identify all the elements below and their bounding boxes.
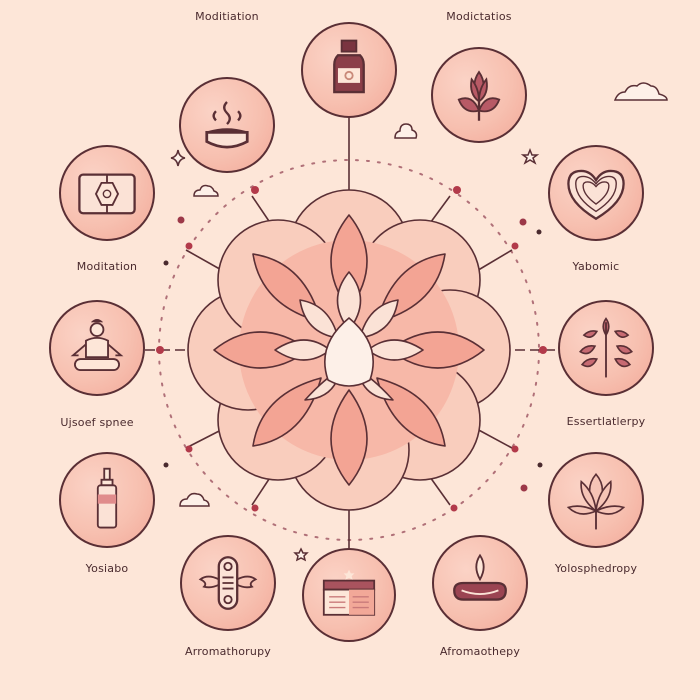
node-label-meditator: Ujsoef spnee — [60, 416, 134, 429]
node-label-lotus: Yolosphedropy — [554, 562, 638, 575]
node-lotus — [548, 452, 644, 548]
node-label-envelope: Moditation — [76, 260, 138, 273]
node-plant-top — [431, 47, 527, 143]
cloud-icon — [179, 492, 210, 507]
node-tree — [558, 300, 654, 396]
node-book — [302, 548, 396, 642]
envelope-flower-icon — [78, 173, 136, 215]
incense-bowl-icon — [205, 101, 249, 149]
node-dropper — [59, 452, 155, 548]
node-label-heart: Yabomic — [572, 260, 620, 273]
node-heart — [548, 145, 644, 241]
node-meditator — [49, 300, 145, 396]
node-label-dropper: Yosiabo — [85, 562, 129, 575]
essential-oil-bottle-icon — [333, 39, 365, 94]
node-label-tree: Essertlatlerpy — [566, 415, 646, 428]
cloud-icon — [193, 184, 219, 197]
node-label-incense-bowl: Moditiation — [195, 10, 259, 23]
lotus-flower-icon — [566, 472, 626, 530]
oil-lamp-icon — [453, 553, 507, 601]
dropper-bottle-icon — [96, 467, 118, 529]
node-lamp — [432, 535, 528, 631]
node-label-lamp: Afromaothepy — [439, 645, 521, 658]
star-icon — [293, 547, 309, 562]
node-label-capsule: Arromathorupy — [185, 645, 271, 658]
star-icon — [520, 147, 540, 165]
node-envelope — [59, 145, 155, 241]
node-oil-bottle — [301, 22, 397, 118]
node-label-plant-top: Modictatios — [446, 10, 512, 23]
node-capsule — [180, 535, 276, 631]
meditating-person-icon — [70, 319, 124, 371]
cloud-icon — [394, 123, 418, 139]
sparkle-icon — [170, 149, 186, 167]
lotus-mandala — [187, 189, 511, 511]
open-book-icon — [322, 569, 376, 616]
capsule-wings-icon — [198, 556, 258, 610]
leafy-branch-icon — [579, 317, 633, 378]
node-incense-bowl — [179, 77, 275, 173]
cloud-icon — [613, 82, 668, 101]
plant-leaves-icon — [457, 70, 501, 121]
decorations — [170, 82, 668, 562]
connector-dots — [156, 186, 547, 512]
fingerprint-heart-icon — [567, 169, 625, 221]
